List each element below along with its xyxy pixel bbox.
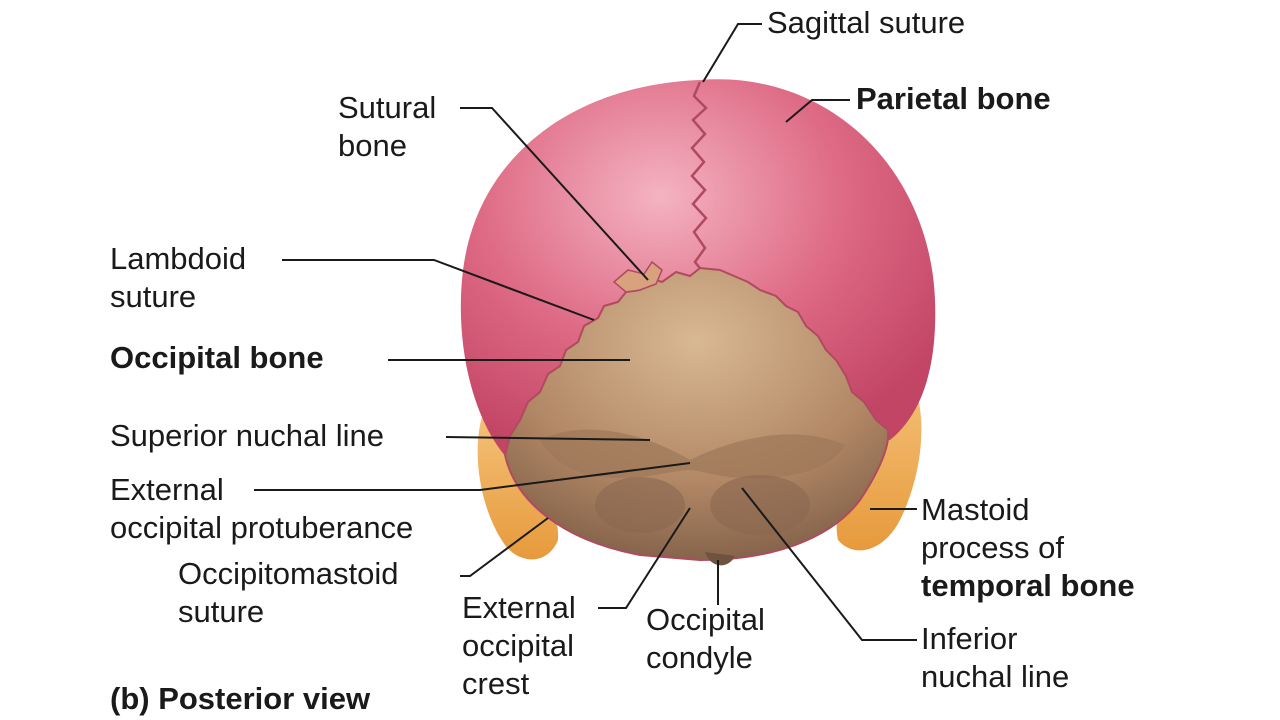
leader-superior-nuchal-line bbox=[445, 436, 651, 441]
label-line: Parietal bone bbox=[856, 81, 1051, 116]
label-line: Inferior bbox=[921, 621, 1018, 656]
label-line: condyle bbox=[646, 640, 753, 675]
label-occipital-bone: Occipital bone bbox=[110, 339, 324, 377]
label-parietal-bone: Parietal bone bbox=[856, 80, 1051, 118]
label-line: Sutural bbox=[338, 90, 437, 125]
leader-parietal-bone bbox=[785, 99, 850, 123]
label-external-occipital-crest: External occipital crest bbox=[462, 589, 576, 703]
label-line: Sagittal suture bbox=[767, 5, 966, 40]
foramen-region-right bbox=[710, 475, 810, 535]
label-superior-nuchal-line: Superior nuchal line bbox=[110, 417, 384, 455]
label-occipitomastoid-suture: Occipitomastoid suture bbox=[178, 555, 399, 631]
label-line: temporal bone bbox=[921, 568, 1135, 603]
label-line: Occipitomastoid bbox=[178, 556, 399, 591]
label-line: External bbox=[110, 472, 224, 507]
leader-external-occipital-protuberance bbox=[254, 462, 691, 491]
label-line: External bbox=[462, 590, 576, 625]
leader-sutural-bone bbox=[460, 107, 649, 281]
sutural-bone-shape bbox=[612, 260, 663, 293]
label-occipital-condyle: Occipital condyle bbox=[646, 601, 765, 677]
leader-inferior-nuchal-line bbox=[741, 487, 917, 641]
caption-text: (b) Posterior view bbox=[110, 681, 371, 716]
label-line: suture bbox=[178, 594, 265, 629]
label-line: nuchal line bbox=[921, 659, 1070, 694]
sagittal-suture-line bbox=[690, 81, 708, 273]
label-line: suture bbox=[110, 279, 197, 314]
label-sutural-bone: Sutural bone bbox=[338, 89, 436, 165]
label-line: Lambdoid bbox=[110, 241, 247, 276]
label-line: occipital protuberance bbox=[110, 510, 414, 545]
leader-lambdoid-suture bbox=[282, 259, 595, 321]
occipital-condyle-shape bbox=[705, 552, 735, 566]
label-line: bone bbox=[338, 128, 407, 163]
label-line: Occipital bbox=[646, 602, 765, 637]
figure-caption: (b) Posterior view bbox=[110, 680, 370, 718]
nuchal-region-detail bbox=[540, 429, 845, 479]
label-lambdoid-suture: Lambdoid suture bbox=[110, 240, 246, 316]
label-inferior-nuchal-line: Inferior nuchal line bbox=[921, 620, 1069, 696]
leader-sagittal-suture bbox=[702, 23, 762, 83]
label-line: Mastoid bbox=[921, 492, 1030, 527]
foramen-region-left bbox=[595, 477, 685, 533]
label-mastoid-process: Mastoid process of temporal bone bbox=[921, 491, 1135, 605]
label-line: process of bbox=[921, 530, 1065, 565]
leader-external-occipital-crest bbox=[598, 507, 691, 609]
label-line: occipital bbox=[462, 628, 574, 663]
leader-lines bbox=[254, 23, 917, 641]
label-line: Superior nuchal line bbox=[110, 418, 385, 453]
label-external-occipital-protuberance: External occipital protuberance bbox=[110, 471, 413, 547]
leader-occipitomastoid-suture bbox=[460, 517, 549, 577]
label-line: crest bbox=[462, 666, 530, 701]
label-sagittal-suture: Sagittal suture bbox=[767, 4, 965, 42]
label-line: Occipital bone bbox=[110, 340, 324, 375]
